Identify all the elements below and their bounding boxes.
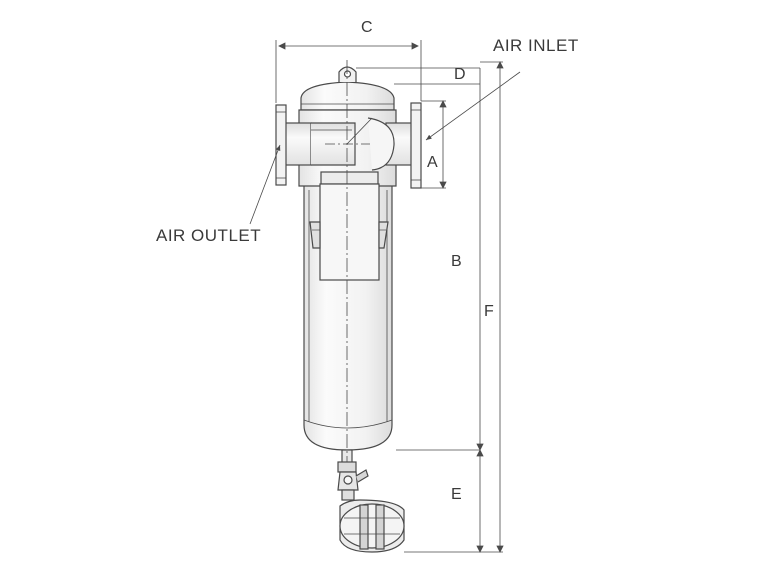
- outlet-leader: [249, 144, 281, 225]
- air-outlet-label: AIR OUTLET: [156, 226, 262, 245]
- inlet-leader: [425, 71, 521, 141]
- dimension-b-label: B: [451, 253, 463, 270]
- dimension-f-label: F: [484, 303, 495, 320]
- drain-assembly: [337, 449, 405, 553]
- top-head: [300, 66, 395, 111]
- inlet-pipe: [367, 102, 422, 189]
- dimension-a-label: A: [427, 154, 439, 171]
- dimension-e-label: E: [451, 486, 463, 503]
- air-inlet-label: AIR INLET: [493, 36, 579, 55]
- filter-element: [309, 171, 389, 281]
- dimension-c-label: C: [361, 19, 374, 36]
- dimension-d-label: D: [454, 66, 467, 83]
